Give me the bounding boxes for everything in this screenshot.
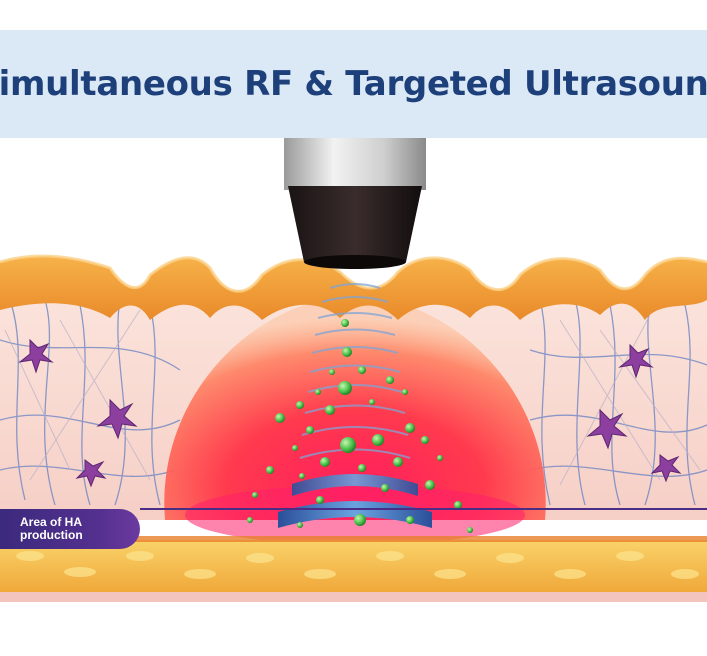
ha-label-line-1: Area of HA [20,515,83,529]
title-banner: Simultaneous RF & Targeted Ultrasound [0,30,707,138]
rf-heat-zone [164,295,546,520]
collagen-fibers [0,299,707,506]
fibroblast-cell-icon [18,338,682,488]
epidermis-layer [0,255,707,320]
ha-production-label: Area of HA production [0,509,140,549]
page-title: Simultaneous RF & Targeted Ultrasound [0,64,707,104]
ha-particle-icon [247,319,473,533]
ultrasound-transducer-icon [284,138,426,269]
ha-label-line-2: production [20,528,83,542]
ultrasound-wave-icon [299,283,411,459]
